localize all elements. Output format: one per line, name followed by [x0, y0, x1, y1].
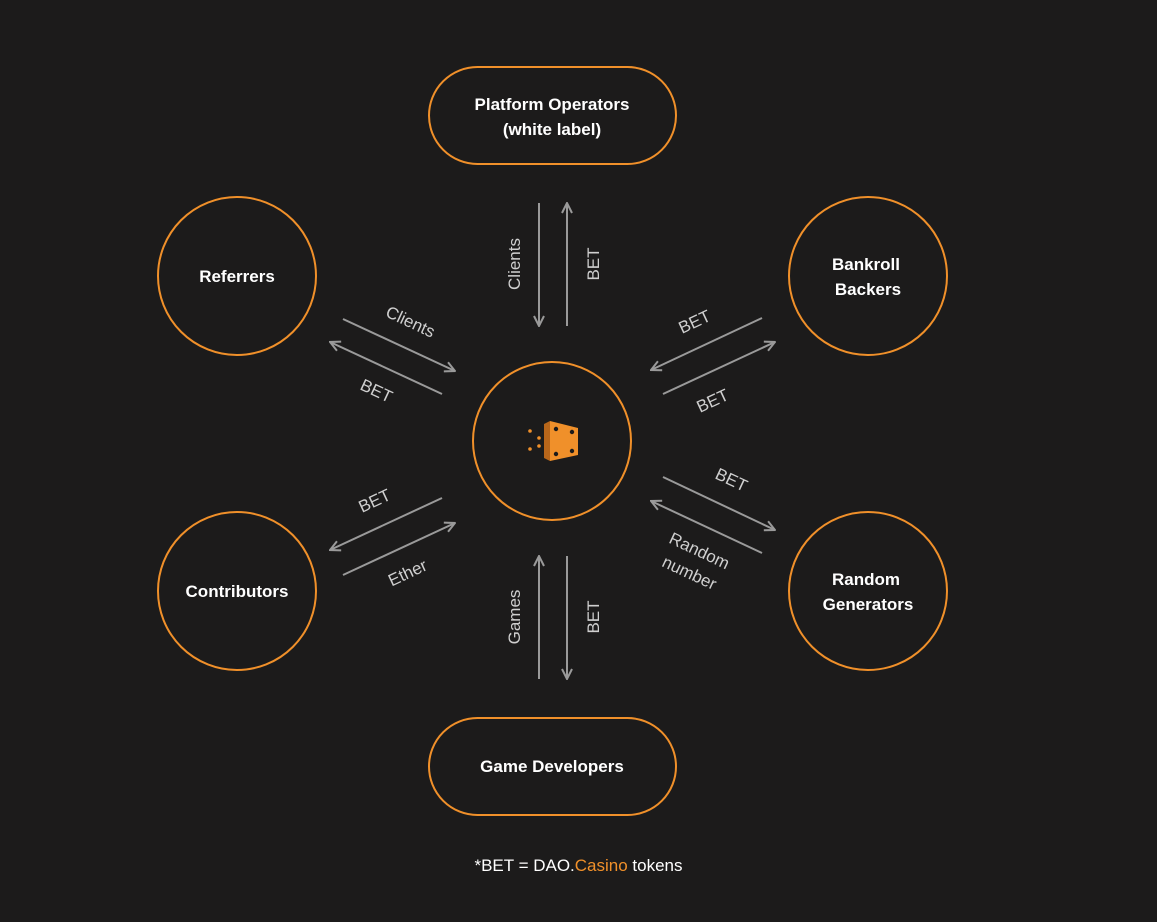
bankroll-backers-title-line2: Backers: [835, 280, 901, 299]
referrers-shape: [157, 196, 317, 356]
label-contributors-bet: BET: [356, 485, 394, 516]
footnote: *BET = DAO.Casino tokens: [0, 856, 1157, 876]
platform-operators-shape: [428, 66, 677, 165]
label-contributors-ether: Ether: [385, 556, 430, 591]
contributors-title: Contributors: [186, 582, 289, 601]
label-platform-clients: Clients: [505, 238, 524, 290]
game-developers-title: Game Developers: [480, 757, 624, 776]
arrow-center-to-generators: [662, 476, 775, 530]
arrow-referrers-to-center: [342, 318, 455, 371]
contributors-shape: [157, 511, 317, 671]
footnote-suffix: tokens: [627, 856, 683, 875]
node-game-developers: Game Developers: [428, 717, 677, 816]
random-generators-shape: [788, 511, 948, 671]
bankroll-backers-shape: [788, 196, 948, 356]
label-referrers-clients: Clients: [383, 302, 438, 341]
node-bankroll-backers: Bankroll Backers: [788, 196, 948, 356]
arrow-center-to-bankroll: [662, 342, 775, 395]
label-developers-games: Games: [505, 590, 524, 645]
random-generators-title-line2: Generators: [823, 595, 914, 614]
footnote-accent: Casino: [574, 856, 628, 875]
arrow-center-to-referrers: [330, 342, 443, 395]
node-random-generators: Random Generators: [788, 511, 948, 671]
node-contributors: Contributors: [157, 511, 317, 671]
label-platform-bet: BET: [584, 247, 603, 280]
footnote-prefix: *BET = DAO.: [474, 856, 575, 875]
referrers-title: Referrers: [199, 267, 275, 286]
label-referrers-bet: BET: [357, 375, 395, 406]
node-platform-operators: Platform Operators (white label): [428, 66, 677, 165]
game-developers-shape: [428, 717, 677, 816]
platform-operators-title: Platform Operators: [475, 95, 630, 114]
arrow-generators-to-center: [651, 501, 763, 554]
label-bankroll-bet-bottom: BET: [694, 385, 732, 416]
bankroll-backers-title-line1: Bankroll: [832, 255, 900, 274]
label-bankroll-bet-top: BET: [676, 306, 714, 337]
label-generators-bet: BET: [712, 464, 750, 495]
node-referrers: Referrers: [157, 196, 317, 356]
label-developers-bet: BET: [584, 600, 603, 633]
random-generators-title-line1: Random: [832, 570, 900, 589]
arrow-bankroll-to-center: [651, 317, 763, 370]
center-shape: [472, 361, 632, 521]
arrow-center-to-contributors: [330, 497, 443, 550]
dice-icon: [528, 421, 578, 461]
platform-operators-subtitle: (white label): [503, 120, 601, 139]
arrow-contributors-to-center: [342, 523, 455, 576]
node-center: [472, 361, 632, 521]
